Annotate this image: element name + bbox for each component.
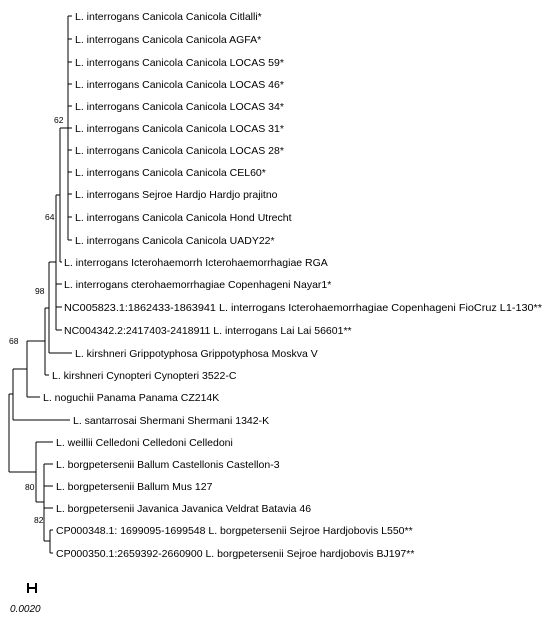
leaf-label: NC005823.1:1862433-1863941 L. interrogan… [64, 302, 542, 314]
bootstrap-value: 82 [34, 515, 44, 525]
bootstrap-value: 62 [54, 115, 64, 125]
leaf-label: L. borgpetersenii Ballum Castellonis Cas… [56, 459, 280, 471]
leaf-label: L. interrogans Canicola Canicola LOCAS 3… [75, 123, 284, 135]
leaf-label: L. kirshneri Grippotyphosa Grippotyphosa… [75, 348, 318, 360]
leaf-label: CP000350.1:2659392-2660900 L. borgpeters… [56, 548, 414, 560]
leaf-label: L. noguchii Panama Panama CZ214K [43, 392, 219, 404]
leaf-label: L. interrogans Canicola Canicola Citlall… [75, 11, 262, 23]
bootstrap-value: 80 [25, 482, 35, 492]
bootstrap-value: 98 [35, 286, 45, 296]
leaf-label: L. borgpetersenii Javanica Javanica Veld… [56, 503, 311, 515]
leaf-label: L. interrogans Canicola Canicola CEL60* [75, 167, 266, 179]
leaf-label: CP000348.1: 1699095-1699548 L. borgpeter… [56, 525, 413, 537]
tree-branches [8, 15, 72, 554]
bootstrap-value: 68 [9, 336, 19, 346]
leaf-label: L. weillii Celledoni Celledoni Celledoni [56, 437, 233, 449]
leaf-label: L. interrogans Canicola Canicola LOCAS 4… [75, 79, 284, 91]
leaf-label: L. interrogans Canicola Canicola Hond Ut… [75, 212, 292, 224]
leaf-label: L. santarrosai Shermani Shermani 1342-K [73, 415, 269, 427]
scale-bar: 0.0020 [10, 583, 41, 615]
leaf-label: L. borgpetersenii Ballum Mus 127 [56, 481, 213, 493]
leaf-labels: L. interrogans Canicola Canicola Citlall… [43, 11, 542, 560]
leaf-label: L. interrogans Canicola Canicola LOCAS 3… [75, 101, 284, 113]
bootstrap-value: 64 [45, 212, 55, 222]
leaf-label: L. interrogans Canicola Canicola LOCAS 2… [75, 145, 284, 157]
leaf-label: L. kirshneri Cynopteri Cynopteri 3522-C [52, 370, 237, 382]
leaf-label: L. interrogans Icterohaemorrh Icterohaem… [64, 257, 328, 269]
leaf-label: L. interrogans Canicola Canicola LOCAS 5… [75, 57, 284, 69]
bootstrap-values: 62 64 98 68 80 82 [9, 115, 64, 525]
leaf-label: L. interrogans Canicola Canicola UADY22* [75, 235, 275, 247]
leaf-label: L. interrogans Canicola Canicola AGFA* [75, 34, 261, 46]
leaf-label: L. interrogans cterohaemorrhagiae Copenh… [64, 279, 331, 291]
scale-bar-label: 0.0020 [10, 604, 41, 615]
leaf-label: L. interrogans Sejroe Hardjo Hardjo praj… [75, 189, 278, 201]
leaf-label: NC004342.2:2417403-2418911 L. interrogan… [64, 325, 352, 337]
